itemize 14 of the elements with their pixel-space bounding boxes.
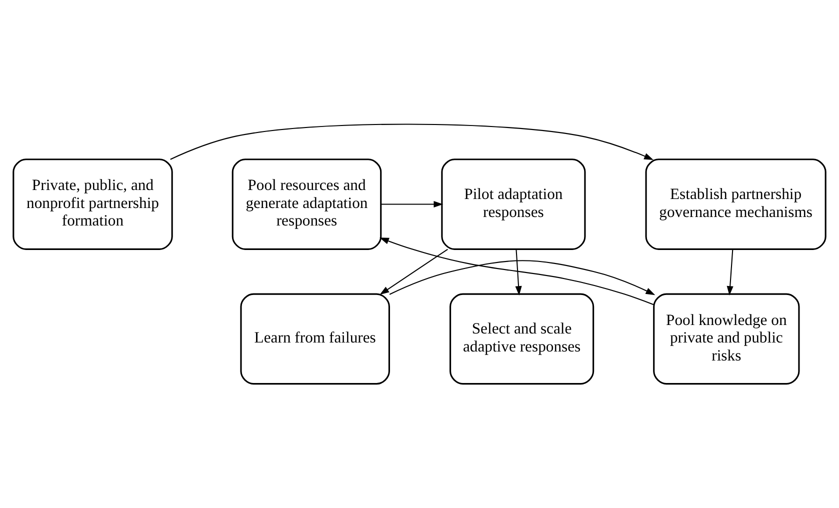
node-box: Establish partnership governance mechanisms <box>645 158 826 250</box>
arrow <box>726 249 734 296</box>
arrow <box>389 260 656 296</box>
node-box: Select and scale adaptive responses <box>450 293 594 385</box>
arrow <box>170 124 654 160</box>
node-box: Pilot adaptation responses <box>441 158 586 250</box>
arrow <box>380 238 654 306</box>
node-box: Pool knowledge on private and public risks <box>653 293 800 385</box>
arrow <box>515 249 522 296</box>
arrow <box>380 248 448 295</box>
node-box: Learn from failures <box>240 293 390 385</box>
node-box: Private, public, and nonprofit partnership formation <box>12 158 173 250</box>
node-box: Pool resources and generate adaptation responses <box>232 158 382 250</box>
arrow <box>381 200 444 208</box>
